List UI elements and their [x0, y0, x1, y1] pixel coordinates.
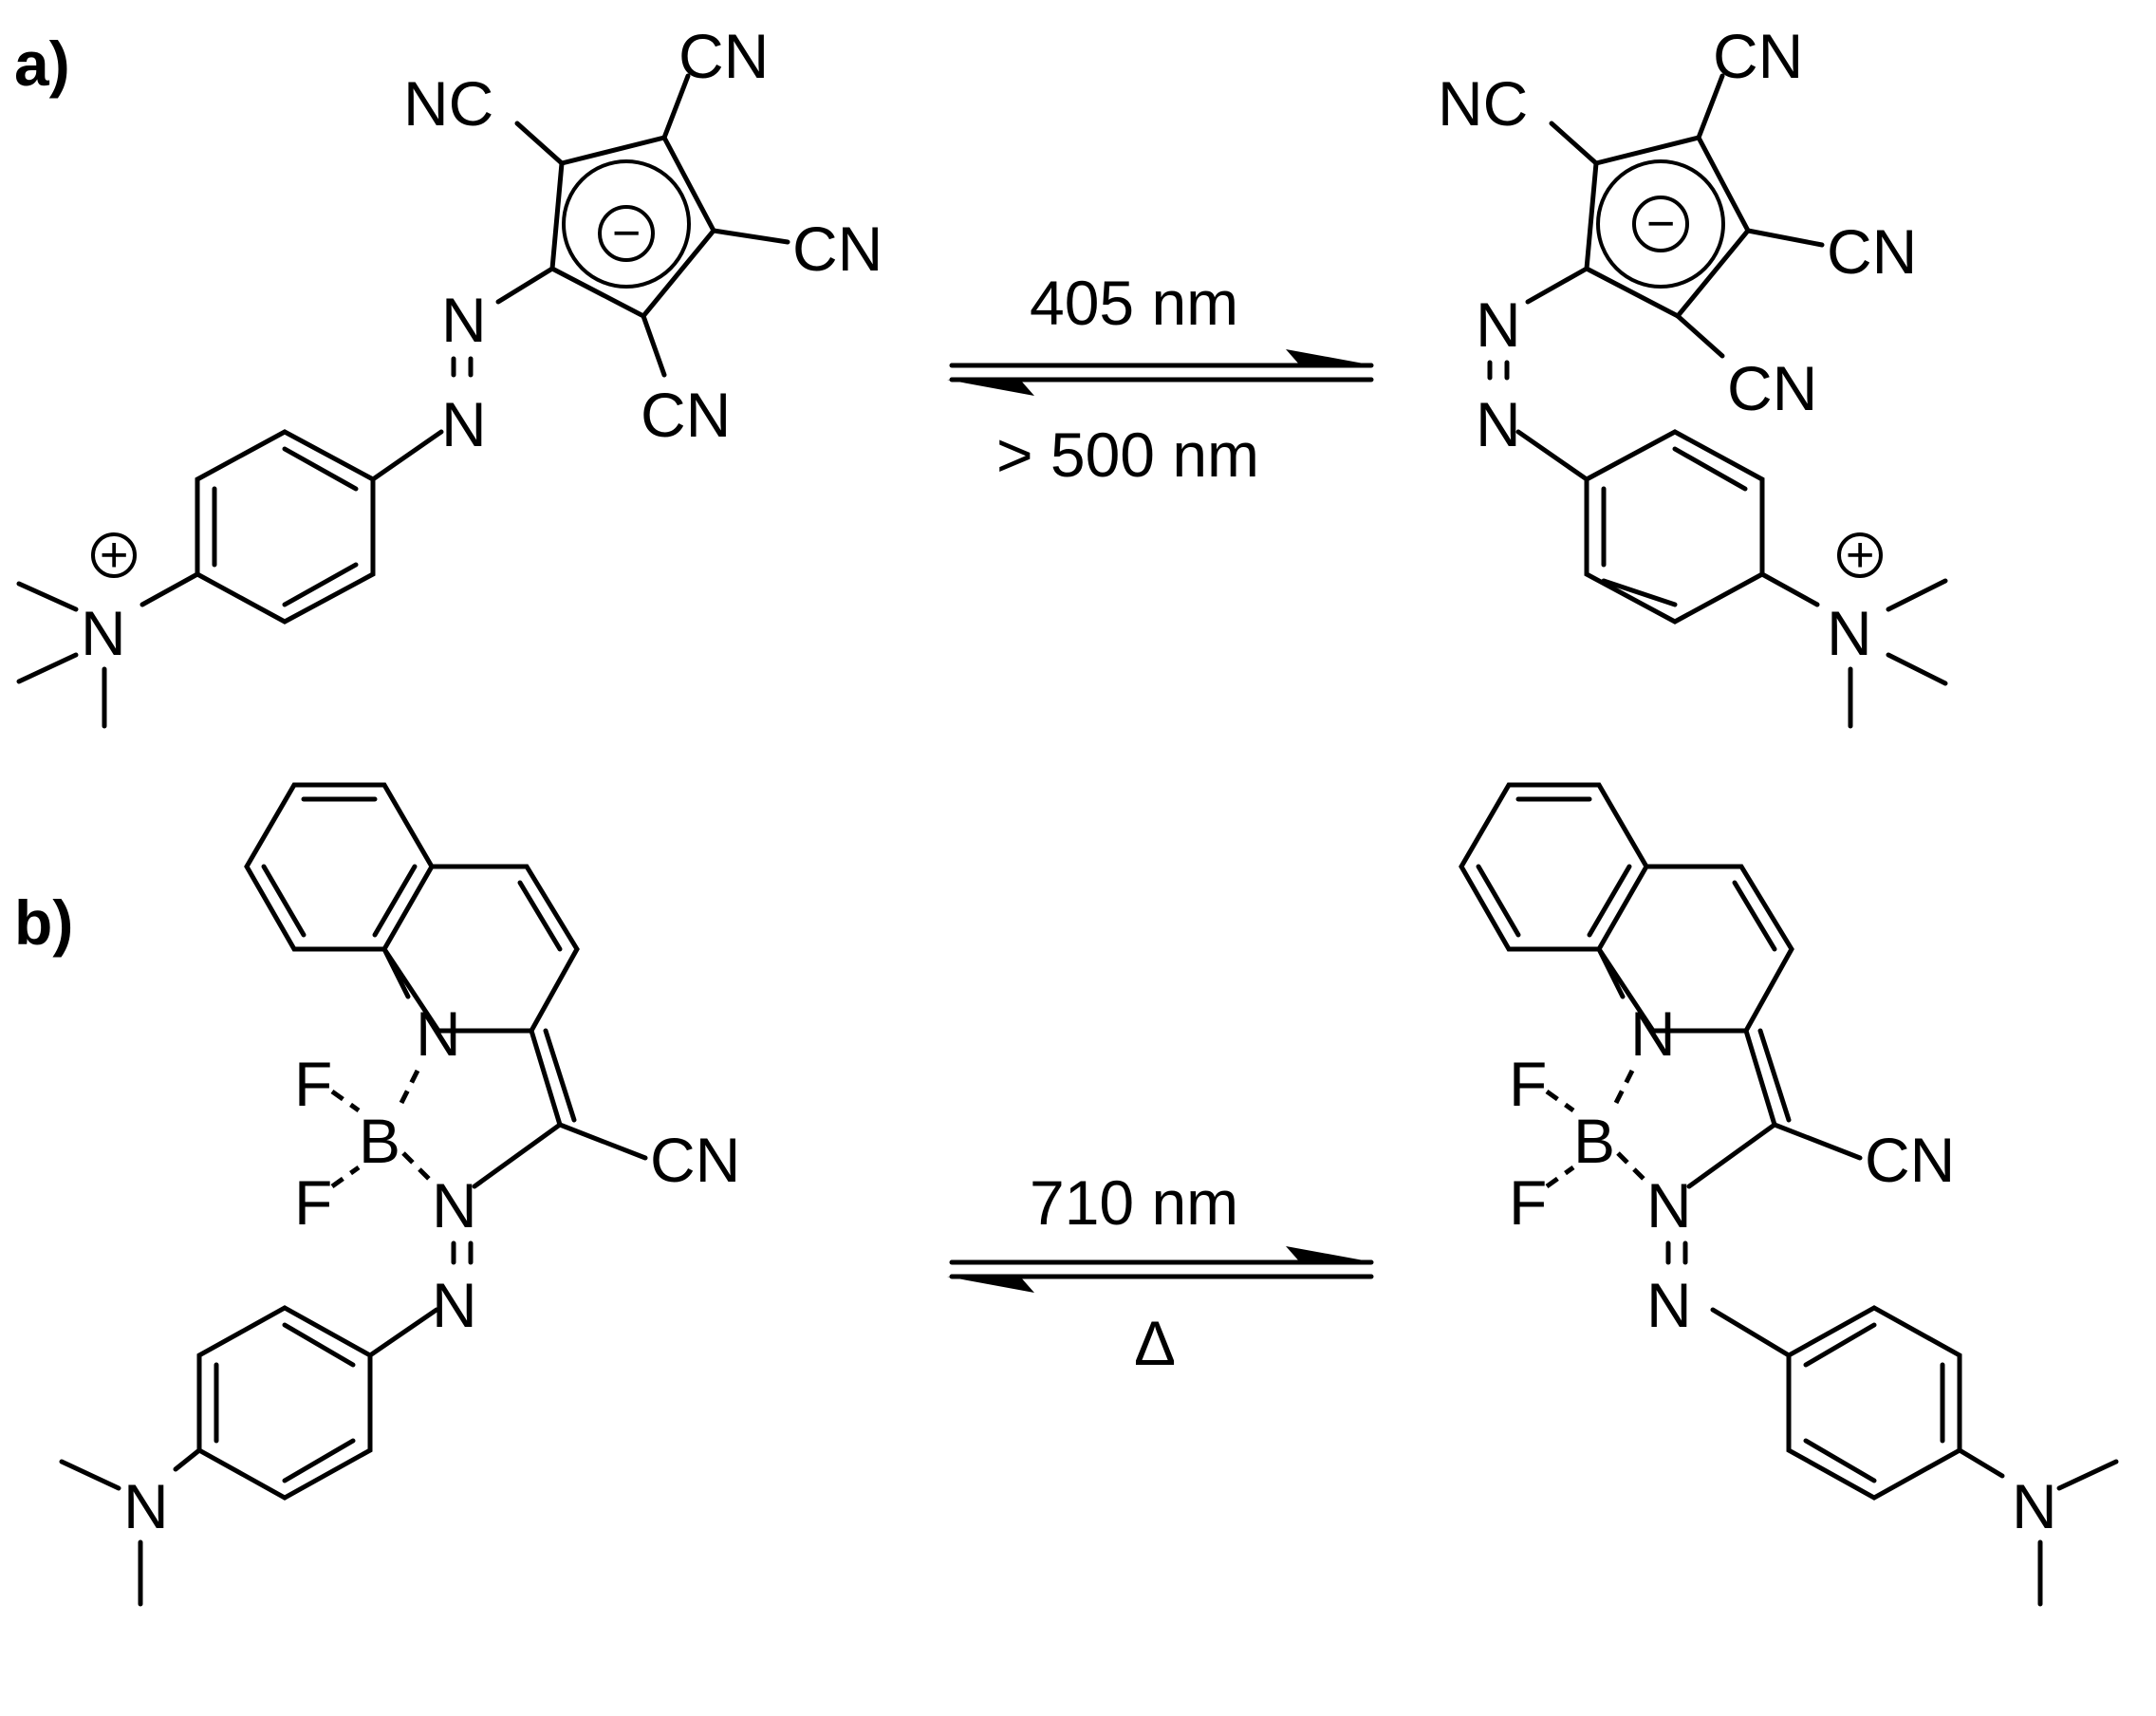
atom-label-n: N — [416, 998, 461, 1069]
atom-label-cn: CN — [1865, 1125, 1955, 1195]
molecule-b-right: N CN B F F N N N — [1459, 782, 2119, 1607]
atom-label-n: N — [1827, 598, 1872, 668]
equilibrium-arrows-b: 710 nm Δ — [947, 1167, 1374, 1378]
condition-reverse-b: Δ — [1134, 1308, 1176, 1378]
atom-label-n: N — [1646, 1170, 1692, 1240]
condition-forward-a: 405 nm — [1030, 268, 1238, 338]
atom-label-cn: CN — [1713, 21, 1803, 91]
atom-label-n: N — [441, 285, 487, 355]
atom-label-n: N — [1646, 1270, 1692, 1340]
molecule-b-left: N CN B F F N N N — [59, 782, 740, 1607]
atom-label-cn: CN — [792, 214, 883, 284]
atom-label-n: N — [1476, 289, 1521, 360]
atom-label-cn: CN — [641, 380, 731, 450]
molecule-a-left: − NC CN CN CN N N N + — [16, 21, 883, 729]
atom-label-nc: NC — [1438, 68, 1528, 139]
atom-label-n: N — [432, 1170, 477, 1240]
panel-label-b: b) — [14, 887, 73, 958]
atom-label-cn: CN — [678, 21, 769, 91]
cation-charge: + — [100, 528, 128, 583]
atom-label-cn: CN — [1827, 216, 1917, 287]
atom-label-n: N — [1630, 998, 1676, 1069]
equilibrium-arrows-a: 405 nm > 500 nm — [947, 268, 1374, 490]
atom-label-b: B — [1573, 1106, 1615, 1176]
atom-label-n: N — [2012, 1471, 2057, 1541]
atom-label-f: F — [1509, 1167, 1547, 1238]
atom-label-cn: CN — [650, 1125, 740, 1195]
atom-label-n: N — [441, 389, 487, 459]
atom-label-n: N — [81, 598, 126, 668]
atom-label-f: F — [294, 1167, 332, 1238]
atom-label-n: N — [432, 1270, 477, 1340]
panel-label-a: a) — [14, 28, 70, 99]
anion-charge: − — [1646, 196, 1675, 252]
atom-label-f: F — [294, 1049, 332, 1119]
molecule-a-right: − NC CN CN CN N N N + — [1438, 21, 1948, 729]
atom-label-cn: CN — [1727, 353, 1817, 423]
atom-label-n: N — [123, 1471, 169, 1541]
cation-charge: + — [1846, 528, 1874, 583]
atom-label-b: B — [359, 1106, 400, 1176]
condition-reverse-a: > 500 nm — [996, 420, 1259, 490]
condition-forward-b: 710 nm — [1030, 1167, 1238, 1238]
atom-label-nc: NC — [403, 68, 493, 139]
atom-label-n: N — [1476, 389, 1521, 459]
anion-charge: − — [612, 206, 641, 261]
atom-label-f: F — [1509, 1049, 1547, 1119]
